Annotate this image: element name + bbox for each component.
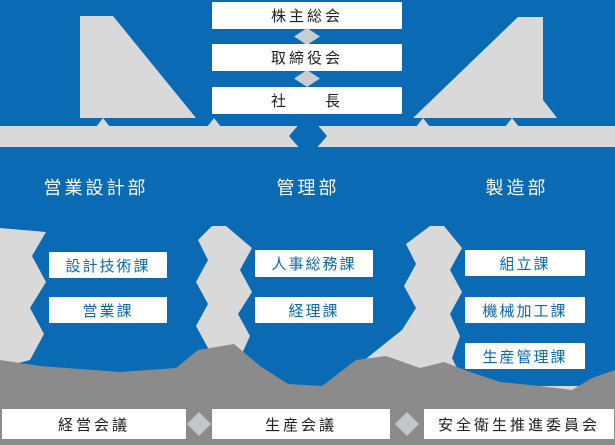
meeting-label: 生産会議 xyxy=(264,416,337,434)
section-label: 組立課 xyxy=(499,255,551,273)
section-box-assembly: 組立課 xyxy=(465,250,585,276)
section-label: 経理課 xyxy=(288,302,340,320)
governance-box-shareholders-meeting: 株主総会 xyxy=(212,2,402,29)
section-box-machining: 機械加工課 xyxy=(465,297,585,323)
section-label: 営業課 xyxy=(82,302,134,320)
meeting-box-management-meeting: 経営会議 xyxy=(2,409,186,439)
connector-diamond-icon xyxy=(294,70,320,87)
meeting-label: 経営会議 xyxy=(57,416,130,434)
section-box-hr-general-affairs: 人事総務課 xyxy=(255,250,373,277)
section-label: 生産管理課 xyxy=(482,348,568,366)
department-title-administration: 管理部 xyxy=(276,178,340,198)
connector-diamond-icon xyxy=(294,28,320,45)
section-label: 人事総務課 xyxy=(271,256,357,273)
section-box-design-engineering: 設計技術課 xyxy=(49,252,167,278)
department-title-manufacturing: 製造部 xyxy=(485,178,549,198)
section-label: 設計技術課 xyxy=(65,257,151,275)
governance-label: 株主総会 xyxy=(270,8,343,25)
section-box-accounting: 経理課 xyxy=(255,297,373,323)
governance-box-board-of-directors: 取締役会 xyxy=(212,44,402,71)
meeting-box-safety-health-committee: 安全衛生推進委員会 xyxy=(424,409,614,439)
governance-box-president: 社 長 xyxy=(212,87,402,114)
section-label: 機械加工課 xyxy=(482,302,568,320)
meeting-box-production-meeting: 生産会議 xyxy=(212,409,390,439)
department-title-sales-design: 営業設計部 xyxy=(43,178,149,198)
meeting-label: 安全衛生推進委員会 xyxy=(437,416,600,434)
governance-label: 取締役会 xyxy=(270,50,343,67)
governance-label: 社 長 xyxy=(270,93,343,110)
section-box-sales: 営業課 xyxy=(49,297,167,323)
section-box-production-control: 生産管理課 xyxy=(465,343,585,369)
